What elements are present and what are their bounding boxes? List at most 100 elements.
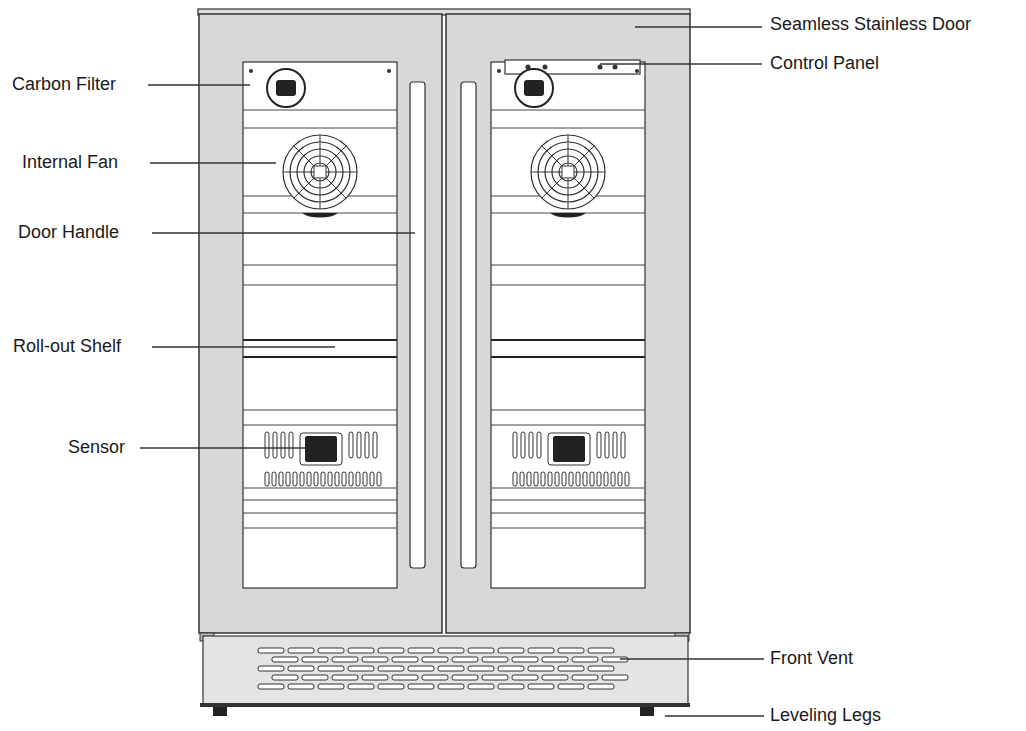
vent-slot	[558, 684, 584, 689]
vent-slit	[521, 432, 525, 458]
vent-slit	[520, 472, 524, 486]
part-label: Leveling Legs	[770, 704, 881, 726]
vent-slot	[362, 675, 388, 680]
vent-slot	[468, 648, 494, 653]
sensor-frame	[300, 433, 342, 465]
roll-out-shelf	[491, 356, 645, 358]
vent-slot	[408, 684, 434, 689]
roll-out-shelf	[491, 339, 645, 341]
vent-slot	[392, 657, 418, 662]
shelf-line	[243, 425, 397, 426]
vent-slot	[288, 684, 314, 689]
vent-slot	[558, 648, 584, 653]
leader-line	[140, 447, 305, 448]
fan-spoke	[542, 176, 564, 198]
leader-line	[152, 232, 415, 233]
vent-slot	[348, 666, 374, 671]
vent-slot	[378, 684, 404, 689]
vent-slit	[293, 472, 297, 486]
vent-slit	[265, 472, 269, 486]
leader-line	[152, 346, 335, 347]
vent-slot	[438, 648, 464, 653]
leader-line	[148, 84, 250, 85]
vent-slot	[378, 648, 404, 653]
vent-slot	[528, 648, 554, 653]
vent-slit	[342, 472, 346, 486]
vent-slit	[272, 472, 276, 486]
shelf-line	[243, 110, 397, 111]
panel-button	[526, 65, 531, 70]
vent-slit	[613, 432, 617, 458]
vent-slot	[258, 666, 284, 671]
fan-grille	[531, 135, 605, 209]
vent-slot	[498, 648, 524, 653]
vent-slit	[349, 432, 353, 458]
vent-slot	[348, 648, 374, 653]
panel-button	[598, 65, 603, 70]
vent-slot	[302, 675, 328, 680]
vent-slit	[621, 432, 625, 458]
vent-slit	[265, 432, 269, 458]
leader-lines	[140, 27, 764, 716]
right-door	[446, 14, 690, 633]
vent-slot	[332, 657, 358, 662]
vent-slot	[378, 666, 404, 671]
panel-button	[543, 65, 548, 70]
fan-spoke	[294, 176, 316, 198]
shelf-line	[491, 425, 645, 426]
vent-slit	[335, 472, 339, 486]
leveling-leg	[640, 707, 654, 716]
vent-slot	[572, 675, 598, 680]
vent-slot	[512, 675, 538, 680]
vent-slit	[513, 472, 517, 486]
vent-slit	[373, 432, 377, 458]
vent-slit	[618, 472, 622, 486]
fan-spoke	[283, 172, 314, 173]
fan-hub	[314, 166, 326, 178]
vent-slit	[279, 472, 283, 486]
vent-slot	[588, 684, 614, 689]
leader-line	[150, 162, 276, 163]
base-kick	[203, 636, 688, 704]
vent-slit	[281, 432, 285, 458]
door-interior	[491, 69, 645, 528]
shelf-line	[491, 285, 645, 286]
part-label: Control Panel	[770, 52, 879, 74]
shelf-line	[243, 410, 397, 411]
vent-slit	[356, 472, 360, 486]
leader-line	[620, 658, 764, 659]
carbon-filter	[267, 69, 305, 107]
vent-slit	[605, 432, 609, 458]
fan-spoke	[531, 172, 562, 173]
door-interior	[243, 69, 397, 528]
shelf-line	[243, 285, 397, 286]
vent-slit	[590, 472, 594, 486]
vent-slot	[408, 648, 434, 653]
leveling-leg	[213, 707, 227, 716]
fan-housing	[302, 213, 338, 218]
vent-slot	[318, 666, 344, 671]
vent-slot	[482, 657, 508, 662]
front-vent	[258, 648, 628, 689]
vent-slot	[272, 657, 298, 662]
vent-slot	[332, 675, 358, 680]
vent-slot	[318, 648, 344, 653]
part-label: Roll-out Shelf	[13, 335, 121, 357]
vent-slot	[348, 684, 374, 689]
right-handle	[461, 82, 476, 568]
fan-housing	[550, 213, 586, 218]
vent-slit	[534, 472, 538, 486]
vent-slot	[302, 657, 328, 662]
vent-slot	[392, 675, 418, 680]
vent-slot	[482, 675, 508, 680]
shelf-line	[491, 110, 645, 111]
shelf-line	[243, 128, 397, 129]
vent-slot	[258, 648, 284, 653]
base-line	[200, 703, 690, 707]
vent-slot	[498, 666, 524, 671]
shelf-line	[243, 528, 397, 529]
vent-slit	[555, 472, 559, 486]
